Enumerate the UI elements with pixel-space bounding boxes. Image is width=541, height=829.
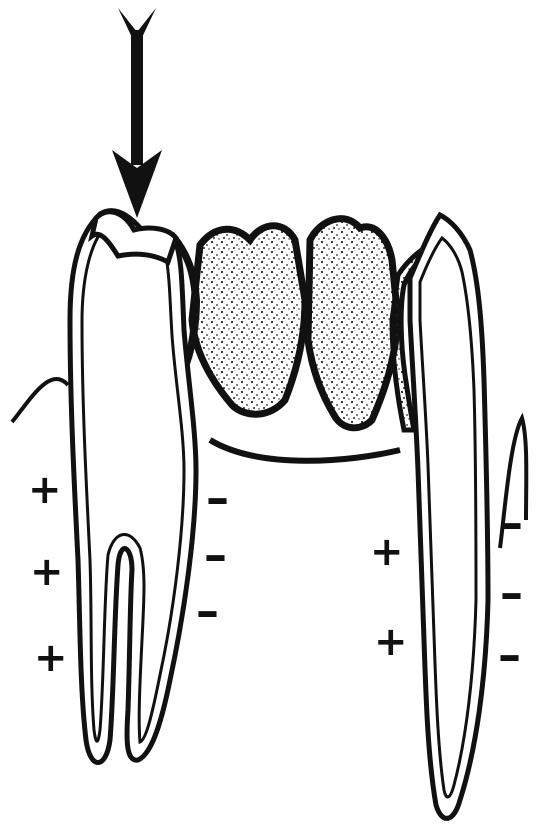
right-tooth-minus-2: – <box>500 570 523 616</box>
left-tooth-minus-2: – <box>204 532 227 578</box>
gingiva-line-bridge <box>210 440 400 461</box>
left-tooth-plus-3: + <box>34 638 68 678</box>
left-tooth-plus-1: + <box>28 470 62 510</box>
pontic-1 <box>192 226 305 414</box>
pontic-2 <box>308 219 398 428</box>
right-tooth-plus-1: + <box>370 532 404 572</box>
left-tooth-plus-2: + <box>30 552 64 592</box>
force-arrow <box>112 8 162 218</box>
right-tooth-minus-1: – <box>500 500 523 546</box>
left-tooth-minus-1: – <box>206 475 229 521</box>
left-abutment-tooth-outer <box>70 211 196 763</box>
gingiva-line-left <box>12 379 68 422</box>
right-tooth-minus-3: – <box>498 632 521 678</box>
right-tooth-plus-2: + <box>374 622 408 662</box>
left-tooth-minus-3: – <box>196 588 219 634</box>
